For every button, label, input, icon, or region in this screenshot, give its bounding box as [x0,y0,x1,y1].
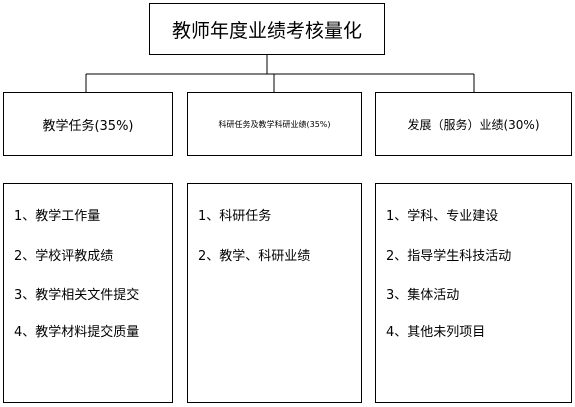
list-item: 4、教学材料提交质量 [14,325,140,340]
list-item: 1、教学工作量 [14,209,101,224]
root-title: 教师年度业绩考核量化 [171,19,362,42]
list-item: 2、教学、科研业绩 [198,249,311,264]
root-title-box: 教师年度业绩考核量化 [149,3,385,55]
list-item: 1、学科、专业建设 [386,209,499,224]
category-header-research: 科研任务及教学科研业绩(35%) [187,92,362,156]
category-header-teaching: 教学任务(35%) [3,92,173,156]
list-item: 3、集体活动 [386,288,460,303]
list-item: 2、学校评教成绩 [14,249,114,264]
list-item: 2、指导学生科技活动 [386,249,512,264]
category-header-teaching-label: 教学任务(35%) [42,118,134,134]
category-items-research: 1、科研任务 2、教学、科研业绩 [187,183,362,403]
list-item: 1、科研任务 [198,209,272,224]
category-items-teaching: 1、教学工作量 2、学校评教成绩 3、教学相关文件提交 4、教学材料提交质量 [3,183,173,403]
list-item: 3、教学相关文件提交 [14,288,140,303]
category-header-service-label: 发展（服务）业绩(30%) [407,117,540,132]
category-header-research-label: 科研任务及教学科研业绩(35%) [218,119,331,129]
category-items-service: 1、学科、专业建设 2、指导学生科技活动 3、集体活动 4、其他未列项目 [375,183,572,403]
category-header-service: 发展（服务）业绩(30%) [375,92,572,156]
list-item: 4、其他未列项目 [386,325,486,340]
